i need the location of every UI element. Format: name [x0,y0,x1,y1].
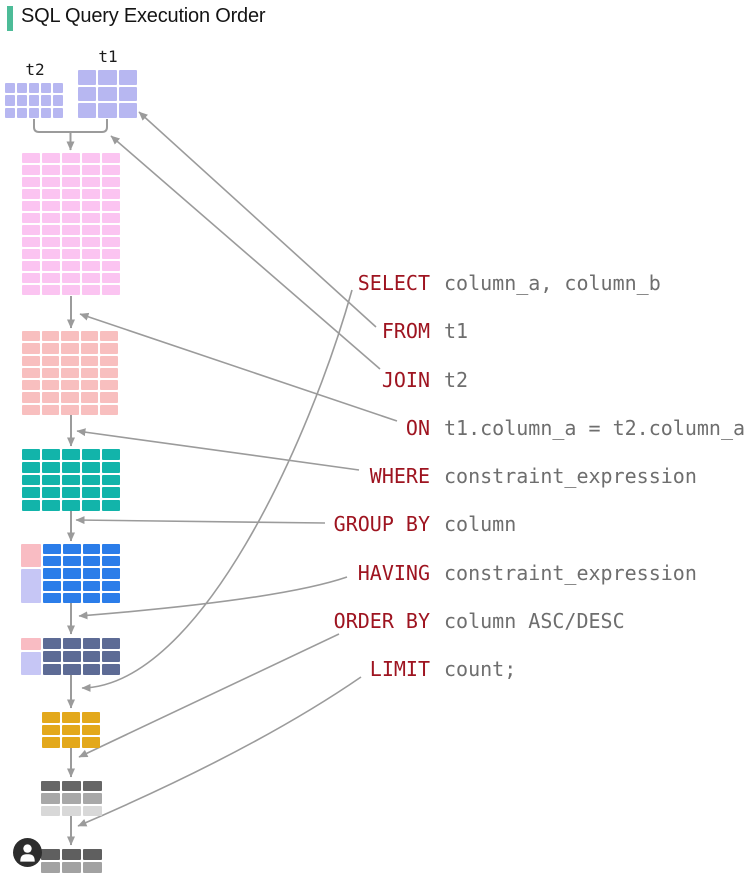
sql-keyword: HAVING [357,560,430,585]
flow-arrow-merge-bracket [33,119,108,133]
table-grid-t1 [78,70,137,118]
sql-value: t1 [444,319,469,344]
avatar[interactable] [13,838,42,867]
table-grid-on-result [22,331,118,415]
sql-line-join: JOIN t2 [0,366,755,394]
table-label-t1: t1 [98,47,118,66]
table-grid-order-by-result [41,781,102,816]
sql-line-where: WHERE constraint_expression [0,462,755,490]
sql-keyword: ON [405,415,430,440]
sql-line-on: ON t1.column_a = t2.column_a [0,414,755,442]
sql-value: t1.column_a = t2.column_a [444,415,746,440]
table-grid-having-result [21,638,120,675]
sql-line-order-by: ORDER BY column ASC/DESC [0,607,755,635]
sql-value: column [444,512,517,537]
sql-line-select: SELECT column_a, column_b [0,269,755,297]
sql-keyword: ORDER BY [333,608,430,633]
keyword-connector-limit [77,676,362,827]
sql-line-from: FROM t1 [0,317,755,345]
table-grid-join-product [22,153,120,295]
sql-value: count; [444,657,517,681]
sql-keyword: SELECT [357,271,430,295]
sql-line-group-by: GROUP BY column [0,510,755,538]
sql-line-having: HAVING constraint_expression [0,559,755,587]
sql-value: constraint_expression [444,560,697,585]
table-grid-limit-result [41,849,102,873]
sql-keyword: WHERE [369,464,430,488]
sql-keyword: LIMIT [369,657,430,681]
page-title: SQL Query Execution Order [21,5,266,27]
sql-keyword: GROUP BY [333,512,430,537]
table-grid-t2 [5,83,63,118]
sql-value: column_a, column_b [444,271,661,295]
table-grid-group-by-result [21,544,120,603]
table-label-t2: t2 [25,60,45,79]
sql-keyword: FROM [381,319,430,344]
title-accent-bar [7,6,13,31]
sql-line-limit: LIMIT count; [0,655,755,683]
table-grid-select-result [42,712,100,748]
sql-value: column ASC/DESC [444,608,625,633]
sql-value: t2 [444,367,469,392]
sql-value: constraint_expression [444,464,697,488]
person-icon [20,844,35,862]
sql-keyword: JOIN [381,367,430,392]
table-grid-where-result [22,449,120,511]
